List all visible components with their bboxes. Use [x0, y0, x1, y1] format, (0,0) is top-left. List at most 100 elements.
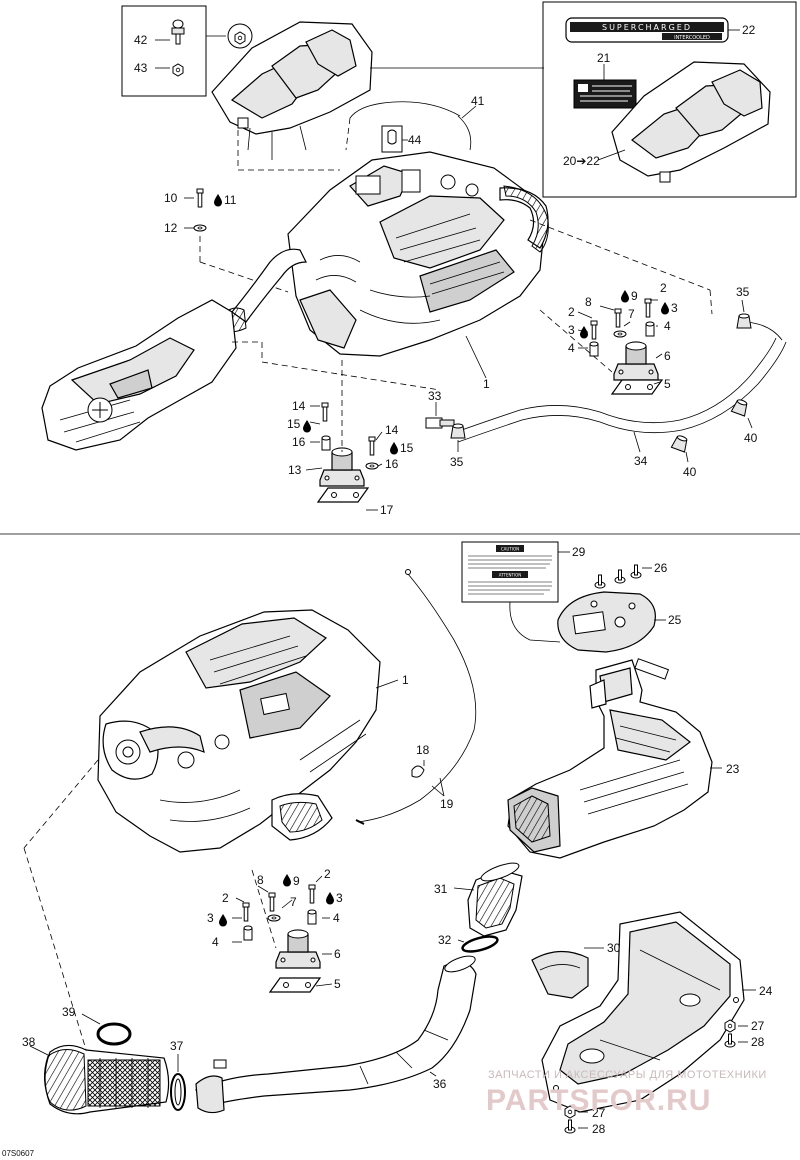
callout-6-top: 6: [664, 349, 671, 363]
callout-4-top-a: 4: [568, 341, 575, 355]
callout-22: 22: [742, 23, 756, 37]
oil-drop-icon: [661, 302, 669, 315]
callout-3-top-b: 3: [671, 301, 678, 315]
callout-31: 31: [434, 882, 448, 896]
oil-drop-icon: [621, 290, 629, 303]
callout-39: 39: [62, 1005, 76, 1019]
engine-block-bottom: [97, 609, 381, 853]
callout-19: 19: [440, 797, 454, 811]
callout-7-top: 7: [628, 307, 635, 321]
callout-8-bottom: 8: [257, 873, 264, 887]
supercharged-decal: SUPERCHARGED INTERCOOLED: [565, 17, 729, 43]
clamp-32: [461, 935, 499, 953]
callout-44: 44: [408, 133, 422, 147]
callout-5-bottom: 5: [334, 977, 341, 991]
callout-34: 34: [634, 454, 648, 468]
air-box-23: [507, 658, 713, 859]
oil-drop-icon: [326, 892, 334, 905]
cable-19: [355, 569, 477, 825]
oil-drop-icon: [580, 326, 588, 339]
watermark-brand: PARTSFOR.RU: [486, 1084, 711, 1117]
callout-1-bottom: 1: [402, 673, 409, 687]
callout-25: 25: [668, 613, 682, 627]
callout-14-top-b: 14: [385, 423, 399, 437]
callout-32: 32: [438, 933, 452, 947]
callout-18: 18: [416, 743, 430, 757]
engine-cover-inset: [611, 61, 771, 183]
engine-cover-top: [211, 21, 373, 160]
callout-37: 37: [170, 1039, 184, 1053]
inset-box-fasteners: [121, 5, 207, 97]
diagram-code: 07S0607: [2, 1149, 35, 1158]
clamp-37: [170, 1073, 186, 1111]
oil-drop-icon: [283, 874, 291, 887]
callout-21: 21: [597, 51, 611, 65]
callout-16-top-a: 16: [292, 435, 306, 449]
oil-drop-icon: [214, 194, 222, 207]
callout-6-bottom: 6: [334, 947, 341, 961]
callout-27-right: 27: [751, 1019, 765, 1033]
clip-44: [381, 125, 403, 153]
callout-30: 30: [607, 941, 621, 955]
callout-15-top-a: 15: [287, 417, 301, 431]
callout-38: 38: [22, 1035, 36, 1049]
callout-35-top: 35: [450, 455, 464, 469]
callout-2-top-b: 2: [660, 281, 667, 295]
callout-11: 11: [224, 193, 237, 207]
callout-13: 13: [288, 463, 302, 477]
callout-7-bottom: 7: [290, 895, 297, 909]
callout-35-top-right: 35: [736, 285, 750, 299]
callout-4-bottom-a: 4: [212, 935, 219, 949]
warning-label-21: [573, 79, 637, 109]
callout-14-top-a: 14: [292, 399, 306, 413]
coupler-31: [467, 862, 523, 937]
air-box-base-24: [541, 911, 745, 1113]
fitting-33: [425, 417, 455, 429]
callout-28-right: 28: [751, 1035, 765, 1049]
callout-1-top: 1: [483, 377, 490, 391]
callout-5-top: 5: [664, 377, 671, 391]
oil-drop-icon: [303, 420, 311, 433]
callout-12: 12: [164, 221, 178, 235]
callout-27-bottom: 27: [592, 1106, 606, 1120]
callout-2-bottom-a: 2: [222, 891, 229, 905]
svg-text:ATTENTION: ATTENTION: [499, 573, 522, 578]
intake-duct-top: [41, 248, 307, 451]
svg-text:CAUTION: CAUTION: [501, 547, 519, 552]
watermark-tagline: ЗАПЧАСТИ И АКСЕССУАРЫ ДЛЯ МОТОТЕХНИКИ: [488, 1069, 767, 1081]
callout-4-top-b: 4: [664, 319, 671, 333]
seal-30: [531, 950, 589, 999]
callout-29: 29: [572, 545, 586, 559]
callout-23: 23: [726, 762, 740, 776]
callout-9-top: 9: [631, 289, 638, 303]
callout-15-top-b: 15: [400, 441, 414, 455]
air-intake-cover-25: [557, 591, 656, 653]
svg-text:INTERCOOLED: INTERCOOLED: [674, 35, 710, 41]
oil-drop-icon: [390, 442, 398, 455]
callout-16-top-b: 16: [385, 457, 399, 471]
callout-9-bottom: 9: [293, 874, 300, 888]
callout-40-top-a: 40: [744, 431, 758, 445]
callout-3-bottom-a: 3: [207, 911, 214, 925]
grommet-detail: [227, 23, 253, 49]
callout-28-bottom: 28: [592, 1122, 606, 1136]
callout-3-top-a: 3: [568, 323, 575, 337]
flame-arrester-38: [44, 1044, 170, 1115]
callout-8-top: 8: [585, 295, 592, 309]
intake-hose-36: [195, 955, 477, 1114]
callout-26: 26: [654, 561, 668, 575]
callout-10: 10: [164, 191, 178, 205]
callout-20-22: 20➔22: [563, 154, 600, 168]
clamp-39: [96, 1022, 132, 1046]
tie-18: [411, 765, 425, 778]
svg-text:SUPERCHARGED: SUPERCHARGED: [602, 23, 692, 32]
callout-33: 33: [428, 389, 442, 403]
engine-block-top: [287, 151, 549, 357]
callout-4-bottom-b: 4: [333, 911, 340, 925]
inset-box-cover-decals: SUPERCHARGED INTERCOOLED: [542, 1, 797, 198]
callout-17: 17: [380, 503, 394, 517]
callout-41: 41: [471, 94, 485, 108]
oil-drop-icon: [219, 914, 227, 927]
callout-2-top-a: 2: [568, 305, 575, 319]
